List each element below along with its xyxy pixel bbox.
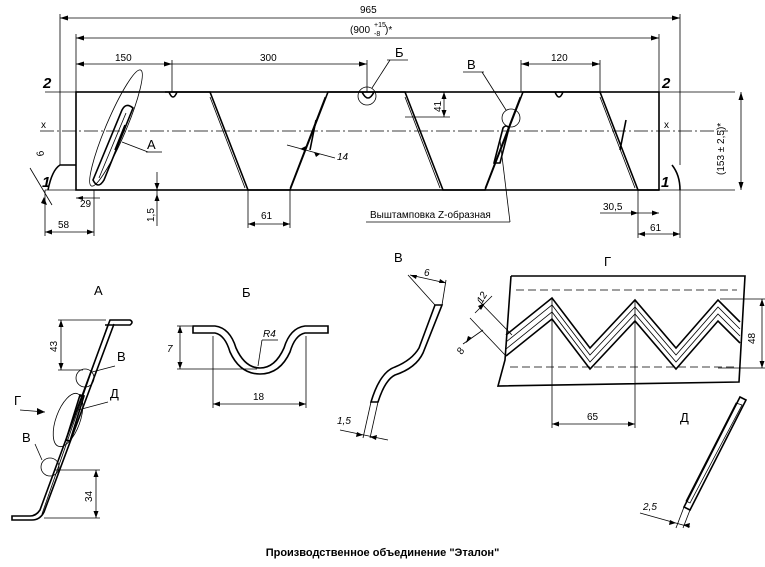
view-B-dim-18: 18 bbox=[253, 392, 265, 403]
view-A-V2: В bbox=[22, 430, 31, 445]
dim-14: 14 bbox=[337, 152, 349, 163]
mark-1-left: 1 bbox=[42, 174, 50, 191]
view-G-dim-48: 48 bbox=[747, 332, 758, 344]
view-G: Г 65 48 12 8 bbox=[455, 254, 765, 428]
dim-pitch: (900 bbox=[350, 25, 370, 36]
axis-label-left: x bbox=[41, 120, 46, 131]
view-G-title: Г bbox=[604, 254, 611, 269]
callout-A: А bbox=[147, 137, 156, 152]
view-A-title: А bbox=[94, 283, 103, 298]
dim-41: 41 bbox=[433, 100, 444, 112]
dim-29: 29 bbox=[80, 199, 92, 210]
view-V-dim-6: 6 bbox=[424, 268, 430, 279]
view-A-D: Д bbox=[110, 386, 119, 401]
dim-61a: 61 bbox=[261, 211, 273, 222]
main-outline bbox=[40, 69, 735, 191]
dim-150: 150 bbox=[115, 53, 132, 64]
view-A-V1: В bbox=[117, 349, 126, 364]
view-B-R4: R4 bbox=[263, 329, 276, 340]
dim-120: 120 bbox=[551, 53, 568, 64]
view-A: А 43 34 В Д Г В bbox=[11, 283, 133, 521]
top-dimensions: 965 (900 +15 -8 )* 150 300 120 bbox=[59, 5, 681, 165]
view-A-G: Г bbox=[14, 393, 21, 408]
dim-30-5: 30,5 bbox=[603, 202, 623, 213]
dim-pitch-tol-dn: -8 bbox=[374, 31, 380, 38]
dim-pitch-tol-up: +15 bbox=[374, 22, 386, 29]
view-D-title: Д bbox=[680, 410, 689, 425]
view-G-dim-12: 12 bbox=[475, 290, 490, 306]
stamping-note: Выштамповка Z-образная bbox=[370, 209, 491, 221]
mark-1-right: 1 bbox=[661, 174, 669, 191]
mark-2-right: 2 bbox=[661, 75, 671, 92]
view-A-dim-43: 43 bbox=[49, 340, 60, 352]
callout-V: В bbox=[467, 57, 476, 72]
main-view: 965 (900 +15 -8 )* 150 300 120 bbox=[29, 5, 744, 238]
dim-9: 9 bbox=[33, 149, 45, 158]
view-D: Д 2,5 bbox=[639, 395, 748, 529]
view-B-dim-7: 7 bbox=[167, 344, 173, 355]
dim-height: (153 ± 2,5)* bbox=[716, 123, 727, 175]
axis-label-right: x bbox=[664, 120, 669, 131]
view-B: Б 7 R4 18 bbox=[167, 285, 329, 408]
footer-caption: Производственное объединение "Эталон" bbox=[265, 547, 500, 559]
height-dimension: (153 ± 2,5)* bbox=[716, 92, 744, 190]
view-G-dim-65: 65 bbox=[587, 412, 599, 423]
dim-58: 58 bbox=[58, 220, 70, 231]
view-A-dim-34: 34 bbox=[84, 490, 95, 502]
view-V-dim-1-5: 1,5 bbox=[337, 416, 351, 427]
view-V-title: В bbox=[394, 250, 403, 265]
view-G-dim-8: 8 bbox=[455, 346, 468, 357]
dim-300: 300 bbox=[260, 53, 277, 64]
view-D-dim-2-5: 2,5 bbox=[642, 502, 657, 513]
view-V: В 6 1,5 bbox=[337, 250, 447, 441]
view-B-title: Б bbox=[242, 285, 251, 300]
dim-overall: 965 bbox=[360, 5, 377, 16]
callout-B: Б bbox=[395, 45, 404, 60]
dim-pitch-tail: )* bbox=[385, 25, 392, 36]
dim-61b: 61 bbox=[650, 223, 662, 234]
mark-2-left: 2 bbox=[42, 75, 52, 92]
dim-1-5: 1,5 bbox=[146, 208, 157, 222]
